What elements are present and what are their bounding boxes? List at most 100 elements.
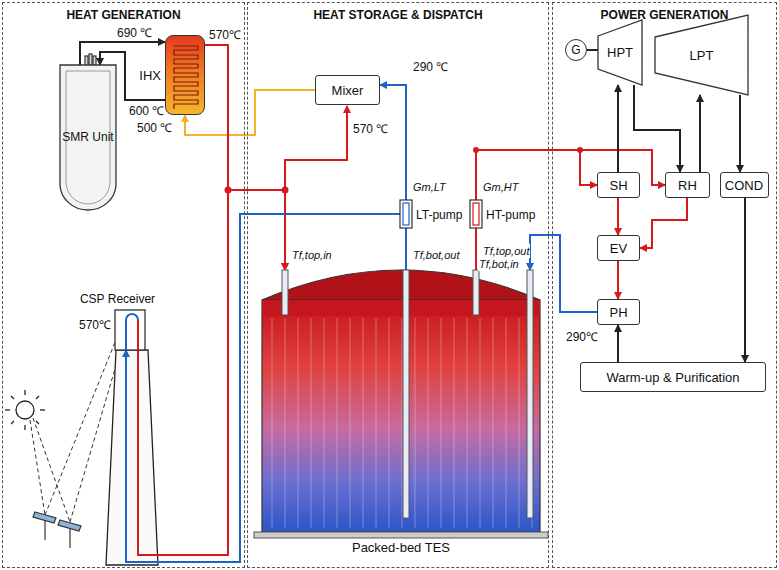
tank-pipe: [403, 270, 409, 518]
pump: LT-pump: [400, 200, 466, 228]
pump: HT-pump: [470, 200, 545, 228]
light-beams: [30, 330, 122, 522]
flow-connector: [617, 261, 619, 299]
flow-connector: [380, 85, 406, 200]
coil: [174, 46, 198, 109]
tank-pipe: [473, 270, 479, 315]
flow-connector: [699, 95, 701, 172]
heat-exchanger: IHX: [165, 35, 205, 115]
box-label: Mixer: [332, 83, 364, 98]
process-box: RH: [665, 172, 710, 198]
temperature-label: 290℃: [565, 330, 599, 344]
junction-dots: [225, 147, 584, 194]
panel-heading: HEAT GENERATION: [3, 8, 244, 23]
packing-stripe: [376, 318, 377, 528]
vessel-outline: [60, 65, 116, 210]
node-outline: [262, 270, 540, 555]
pump-label: HT-pump: [486, 208, 535, 223]
packing-stripe: [441, 318, 442, 528]
packing-stripe: [324, 318, 325, 528]
flow-connector: [476, 150, 665, 200]
flow-connector: [739, 95, 741, 172]
turbine-box: HPT: [598, 20, 642, 85]
process-box: Mixer: [315, 75, 380, 105]
flow-connector: [80, 42, 165, 65]
temperature-label: 600 ℃: [128, 104, 165, 118]
box-label: RH: [678, 178, 697, 193]
receiver-label: CSP Receiver: [75, 292, 160, 307]
storage-tank: Packed-bed TES: [262, 270, 540, 555]
flow-connector: [744, 198, 746, 362]
flow-connector: [640, 198, 687, 248]
sun: [5, 390, 45, 430]
flow-connector: [476, 150, 597, 200]
packing-stripe: [493, 318, 494, 528]
box-label: SH: [609, 178, 627, 193]
box-label: EV: [610, 241, 627, 256]
pump-label: LT-pump: [416, 208, 462, 223]
pump-shaft: [473, 203, 479, 225]
temperature-label: 690 ℃: [116, 26, 153, 40]
panel-heading: HEAT STORAGE & DISPATCH: [248, 8, 548, 23]
exchanger-label: IHX: [139, 68, 161, 83]
temperature-label: 290 ℃: [412, 60, 449, 74]
variable-label: Tf,bot,in: [478, 257, 520, 271]
flow-connector: [205, 45, 285, 270]
packing-stripe: [506, 318, 507, 528]
region-panel: POWER GENERATIONGHPTLPTSHRHCONDEVPHWarm-…: [552, 2, 777, 568]
temperature-label: 570 ℃: [352, 122, 389, 136]
packing-stripe: [311, 318, 312, 528]
tank-base: [254, 532, 548, 538]
tank-pipe: [527, 270, 533, 518]
packing-stripe: [363, 318, 364, 528]
variable-label: Gm,LT: [412, 180, 447, 194]
variable-label: Tf,bot,out: [412, 248, 460, 262]
packing-stripe: [402, 318, 403, 528]
temperature-label: 570℃: [208, 28, 242, 42]
pump-body: [400, 200, 412, 228]
generator-circle: G: [565, 39, 587, 61]
turbine-label: HPT: [607, 45, 633, 60]
process-box: PH: [597, 299, 640, 325]
box-label: Warm-up & Purification: [606, 370, 739, 385]
receiver-tube: [137, 320, 139, 350]
tank-label: Packed-bed TES: [262, 540, 540, 555]
flow-connector: [617, 325, 619, 362]
turbine-outline: [655, 15, 748, 95]
tank-pipe: [282, 270, 288, 315]
box-label: COND: [725, 178, 763, 193]
packing-stripe: [389, 318, 390, 528]
packing-stripe: [415, 318, 416, 528]
turbine-label: LPT: [690, 48, 714, 63]
process-box: Warm-up & Purification: [580, 362, 766, 392]
packing-stripe: [350, 318, 351, 528]
turbine-outline: [598, 20, 642, 85]
variable-label: Tf,top,out: [482, 244, 530, 258]
solar-tower: [106, 350, 158, 565]
packing-stripe: [428, 318, 429, 528]
turbine-box: LPT: [655, 15, 748, 95]
process-box: EV: [597, 235, 640, 261]
process-box: COND: [720, 172, 769, 198]
bypass-pipe: [285, 106, 347, 190]
temperature-label: 500 ℃: [136, 121, 173, 135]
flow-connector: [617, 85, 619, 172]
region-panel: HEAT STORAGE & DISPATCH MixerLT-pump HT-pu…: [247, 2, 549, 568]
packing-stripe: [519, 318, 520, 528]
variable-label: Gm,HT: [482, 180, 519, 194]
packing-stripe: [454, 318, 455, 528]
variable-label: Tf,top,in: [291, 248, 333, 262]
packing-stripe: [480, 318, 481, 528]
receiver-outline: [115, 310, 145, 350]
flow-connector: [634, 85, 680, 172]
ht-pump-pipe: [475, 228, 477, 272]
lt-pump-pipe: [405, 228, 407, 272]
heliostats: [33, 512, 81, 548]
hot-layer: [262, 300, 540, 316]
box-label: PH: [609, 305, 627, 320]
box-label: G: [571, 43, 580, 58]
packing-stripe: [467, 318, 468, 528]
tank-dome: [262, 270, 540, 300]
packing-stripe: [337, 318, 338, 528]
